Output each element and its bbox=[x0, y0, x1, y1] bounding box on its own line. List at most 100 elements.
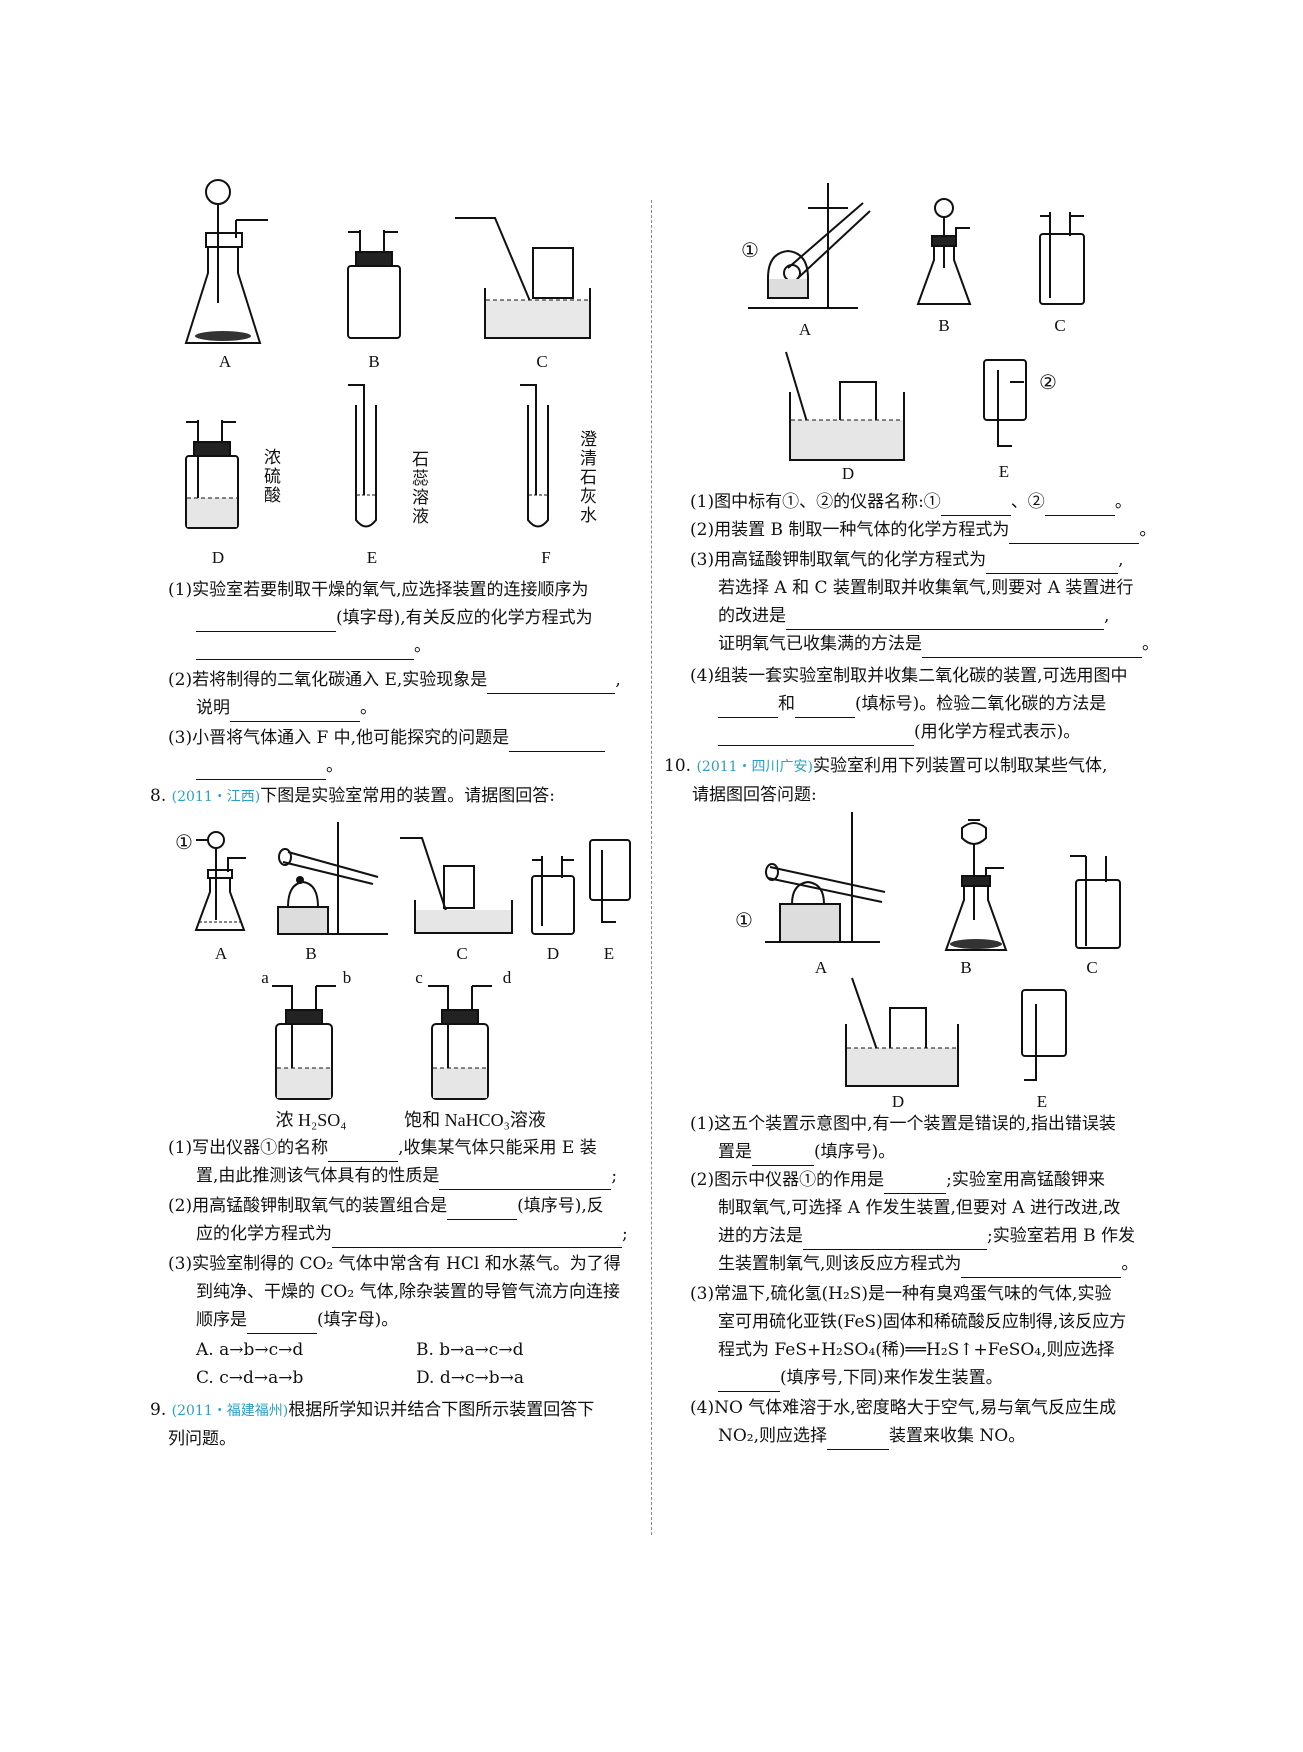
q8-label-A: A bbox=[214, 944, 228, 963]
q8-circle-1: ① bbox=[175, 832, 193, 854]
q9-part4: (4)组装一套实验室制取并收集二氧化碳的装置,可选用图中 和(填标号)。检验二氧… bbox=[690, 662, 1127, 746]
q10-part2: (2)图示中仪器①的作用是;实验室用高锰酸钾来 制取氧气,可选择 A 作发生装置… bbox=[690, 1166, 1138, 1278]
q9-circle-2: ② bbox=[1039, 372, 1057, 394]
q9-blank-6[interactable] bbox=[922, 637, 1142, 658]
q10-label-B: B bbox=[960, 958, 972, 977]
q9-stem: 9. (2011・福建福州)根据所学知识并结合下图所示装置回答下 列问题。 bbox=[150, 1400, 595, 1449]
q7-blank-6[interactable] bbox=[196, 759, 326, 780]
q8-blank-3[interactable] bbox=[447, 1199, 518, 1220]
q9-part3: (3)用高锰酸钾制取氧气的化学方程式为, 若选择 A 和 C 装置制取并收集氧气… bbox=[690, 546, 1159, 658]
q7-part3: (3)小晋将气体通入 F 中,他可能探究的问题是 。 bbox=[168, 724, 606, 780]
q10-blank-1[interactable] bbox=[752, 1145, 814, 1166]
q9-label-C: C bbox=[1054, 316, 1066, 335]
q10-apparatus-D bbox=[842, 978, 962, 1088]
q10-apparatus-A bbox=[760, 812, 910, 952]
q9-blank-1[interactable] bbox=[940, 495, 1011, 516]
q9-circle-1: ① bbox=[741, 240, 759, 262]
q9-blank-4[interactable] bbox=[986, 553, 1119, 574]
q7-part1: (1)实验室若要制取干燥的氧气,应选择装置的连接顺序为 (填字母),有关反应的化… bbox=[168, 576, 593, 660]
q10-part4: (4)NO 气体难溶于水,密度略大于空气,易与氧气反应生成 NO₂,则应选择装置… bbox=[690, 1394, 1116, 1450]
fig7-E-text: 石蕊溶液 bbox=[408, 450, 428, 526]
q10-blank-6[interactable] bbox=[827, 1429, 890, 1450]
q10-apparatus-B-separatory-funnel bbox=[944, 820, 1014, 955]
q8-label-B: B bbox=[305, 944, 317, 963]
q10-blank-2[interactable] bbox=[884, 1173, 947, 1194]
q10-apparatus-C bbox=[1070, 852, 1130, 952]
q9-apparatus-C bbox=[1040, 212, 1100, 307]
q7-blank-4[interactable] bbox=[230, 701, 360, 722]
q9-apparatus-E bbox=[984, 360, 1034, 455]
q9-blank-2[interactable] bbox=[1044, 495, 1115, 516]
q9-source: (2011・福建福州) bbox=[171, 1403, 289, 1419]
q9-apparatus-D bbox=[786, 352, 906, 462]
q9-label-D: D bbox=[841, 464, 855, 483]
q8-part2: (2)用高锰酸钾制取氧气的装置组合是(填序号),反 应的化学方程式为; bbox=[168, 1192, 628, 1248]
q8-apparatus-C bbox=[400, 838, 520, 933]
q10-label-C: C bbox=[1086, 958, 1098, 977]
q8-apparatus-E bbox=[588, 840, 638, 935]
fig7-D-text: 浓硫酸 bbox=[260, 448, 280, 505]
q8-option-C[interactable]: C. c→d→a→b bbox=[196, 1368, 304, 1388]
q8-stem: 8. (2011・江西)下图是实验室常用的装置。请据图回答: bbox=[150, 786, 555, 806]
q8-part1: (1)写出仪器①的名称,收集某气体只能采用 E 装 置,由此推测该气体具有的性质… bbox=[168, 1134, 617, 1190]
q10-stem: 10. (2011・四川广安)实验室利用下列装置可以制取某些气体, 请据图回答问… bbox=[664, 756, 1108, 805]
fig7-F-text: 澄清石灰水 bbox=[576, 430, 596, 525]
q10-part3: (3)常温下,硫化氢(H₂S)是一种有臭鸡蛋气味的气体,实验 室可用硫化亚铁(F… bbox=[690, 1280, 1126, 1392]
wash-bottle-2-label: 饱和 NaHCO₃溶液 bbox=[404, 1110, 546, 1130]
column-divider bbox=[651, 200, 652, 1535]
q8-blank-1[interactable] bbox=[328, 1141, 399, 1162]
q9-blank-5[interactable] bbox=[786, 609, 1104, 630]
fig7-label-C: C bbox=[536, 352, 548, 371]
q8-apparatus-A bbox=[196, 830, 256, 935]
q9-part1: (1)图中标有①、②的仪器名称:①、②。 bbox=[690, 488, 1132, 516]
q8-apparatus-B bbox=[268, 822, 393, 940]
port-b: b bbox=[342, 968, 352, 987]
q9-blank-7[interactable] bbox=[718, 697, 778, 718]
q9-label-E: E bbox=[998, 462, 1010, 481]
q10-label-A: A bbox=[814, 958, 828, 977]
q8-option-D[interactable]: D. d→c→b→a bbox=[416, 1368, 524, 1388]
q9-label-A: A bbox=[798, 320, 812, 339]
fig7-label-B: B bbox=[368, 352, 380, 371]
apparatus-B-bottle bbox=[348, 230, 408, 340]
q10-source: (2011・四川广安) bbox=[696, 759, 814, 775]
q8-apparatus-D bbox=[532, 856, 582, 936]
apparatus-C-water-trough bbox=[455, 218, 595, 338]
q8-option-B[interactable]: B. b→a→c→d bbox=[416, 1340, 524, 1360]
fig7-label-F: F bbox=[541, 548, 551, 567]
q8-label-E: E bbox=[603, 944, 615, 963]
port-a: a bbox=[261, 968, 269, 987]
q9-apparatus-A bbox=[748, 183, 878, 313]
q7-blank-3[interactable] bbox=[487, 673, 616, 694]
q8-blank-2[interactable] bbox=[439, 1169, 612, 1190]
fig7-label-D: D bbox=[211, 548, 225, 567]
apparatus-D-gas-washing-bottle bbox=[186, 420, 246, 530]
q9-blank-9[interactable] bbox=[718, 725, 914, 746]
q10-blank-5[interactable] bbox=[718, 1371, 780, 1392]
q9-label-B: B bbox=[938, 316, 950, 335]
q10-blank-4[interactable] bbox=[961, 1257, 1122, 1278]
fig7-label-A: A bbox=[218, 352, 232, 371]
wash-bottle-nahco3 bbox=[428, 980, 498, 1100]
q8-blank-4[interactable] bbox=[332, 1227, 622, 1248]
q7-part2: (2)若将制得的二氧化碳通入 E,实验现象是, 说明。 bbox=[168, 666, 621, 722]
q8-blank-5[interactable] bbox=[247, 1313, 317, 1334]
q10-circle-1: ① bbox=[735, 910, 753, 932]
q10-label-D: D bbox=[891, 1092, 905, 1111]
q10-label-E: E bbox=[1036, 1092, 1048, 1111]
q10-apparatus-E bbox=[1018, 990, 1068, 1088]
apparatus-F-test-tube bbox=[520, 385, 560, 535]
q9-part2: (2)用装置 B 制取一种气体的化学方程式为。 bbox=[690, 516, 1156, 544]
fig7-label-E: E bbox=[366, 548, 378, 567]
q7-blank-1[interactable] bbox=[196, 611, 336, 632]
apparatus-E-test-tube bbox=[348, 385, 388, 535]
q7-blank-2[interactable] bbox=[196, 639, 414, 660]
q8-option-A[interactable]: A. a→b→c→d bbox=[196, 1340, 304, 1360]
q7-blank-5[interactable] bbox=[509, 731, 606, 752]
q9-blank-8[interactable] bbox=[795, 697, 855, 718]
q9-apparatus-B bbox=[918, 198, 978, 308]
q8-label-C: C bbox=[456, 944, 468, 963]
q9-blank-3[interactable] bbox=[1009, 523, 1140, 544]
q10-blank-3[interactable] bbox=[803, 1229, 987, 1250]
wash-bottle-1-label: 浓 H₂SO₄ bbox=[275, 1110, 347, 1130]
